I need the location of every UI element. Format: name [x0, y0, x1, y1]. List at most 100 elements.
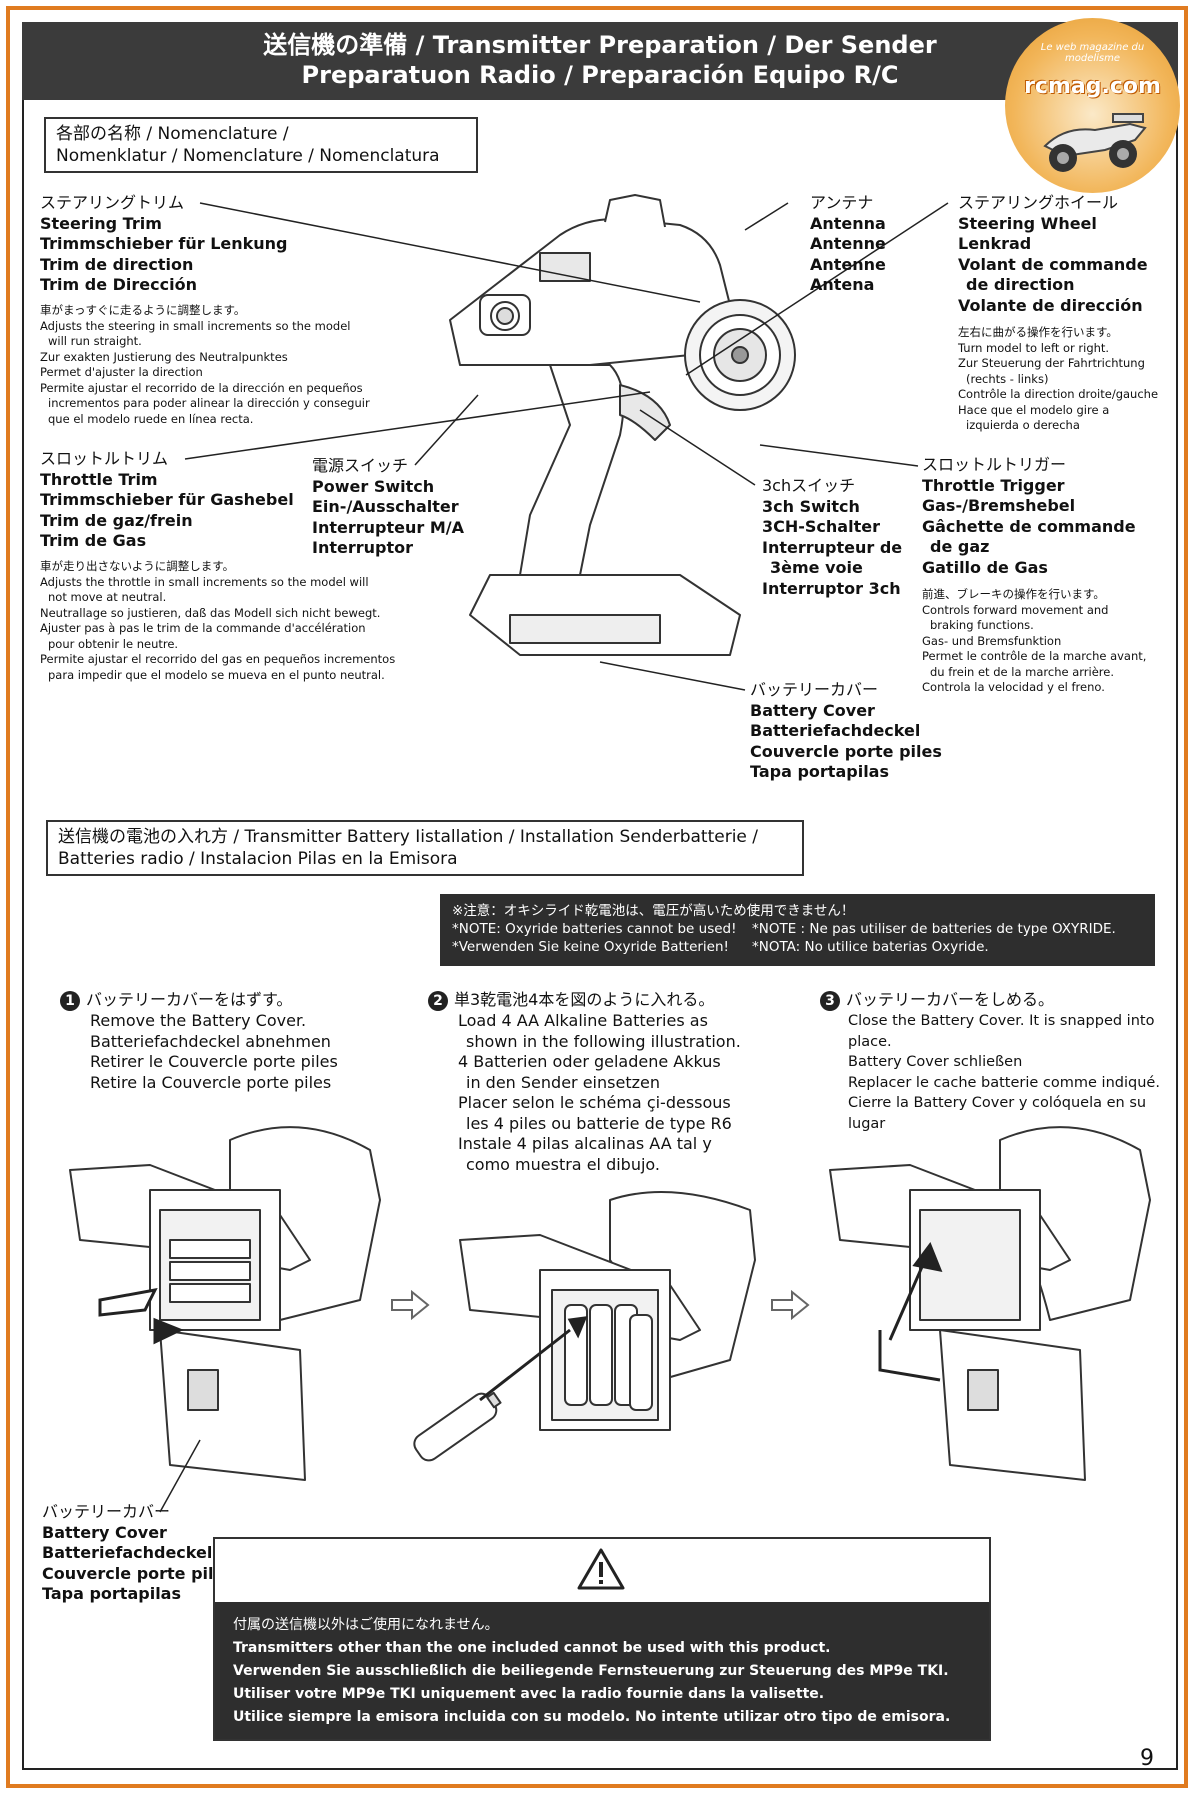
- throttle-trigger-name: Gatillo de Gas: [922, 557, 1048, 577]
- antenna-name: Antenne: [810, 234, 886, 253]
- desc-line: Permet d'ajuster la direction: [40, 365, 203, 379]
- ch3-switch-label: 3chスイッチ 3ch Switch 3CH-Schalter Interrup…: [762, 476, 922, 599]
- steering-wheel-name: Steering Wheel: [958, 213, 1097, 233]
- throttle-trigger-desc: 前進、ブレーキの操作を行います。 Controls forward moveme…: [922, 587, 1167, 696]
- desc-line: Hace que el modelo gire a: [958, 402, 1110, 417]
- desc-line: Adjusts the throttle in small increments…: [40, 574, 369, 589]
- logo-name: rcmag.com: [1024, 74, 1161, 99]
- step-line: Instale 4 pilas alcalinas AA tal y: [458, 1134, 712, 1153]
- steering-wheel-name: de direction: [966, 275, 1075, 294]
- page-number: 9: [1140, 1746, 1154, 1771]
- desc-line: 前進、ブレーキの操作を行います。: [922, 587, 1105, 601]
- desc-line: Controla la velocidad y el freno.: [922, 680, 1105, 694]
- transmitter-illustration: [449, 194, 796, 656]
- logo-tagline: Le web magazine du modelisme: [1040, 42, 1145, 64]
- ch3-switch-jp: 3chスイッチ: [762, 476, 856, 495]
- ch3-switch-name: Interruptor 3ch: [762, 578, 901, 598]
- step-number-1: 1: [60, 991, 80, 1011]
- battery-cover-name: Tapa portapilas: [750, 762, 889, 781]
- power-switch-name: Interrupteur M/A: [312, 517, 464, 537]
- page-header: 送信機の準備 / Transmitter Preparation / Der S…: [22, 22, 1178, 100]
- steering-trim-label: ステアリングトリム Steering Trim Trimmschieber fü…: [40, 193, 380, 296]
- battery-cover-jp: バッテリーカバー: [42, 1502, 171, 1521]
- oxyride-note: ※注意：オキシライド乾電池は、電圧が高いため使用できません！ *NOTE: Ox…: [440, 894, 1155, 966]
- step-line: Placer selon le schéma çi-dessous: [458, 1093, 731, 1112]
- rcmag-logo: Le web magazine du modelisme rcmag.com: [1005, 18, 1180, 193]
- ch3-switch-name: Interrupteur de: [762, 537, 903, 557]
- note-line-es: *NOTA: No utilice baterias Oxyride.: [752, 939, 989, 955]
- steering-wheel-label: ステアリングホイール Steering Wheel Lenkrad Volant…: [958, 193, 1168, 316]
- page-outer-border: [6, 6, 1188, 1788]
- power-switch-name: Power Switch: [312, 476, 435, 496]
- desc-line: Adjusts the steering in small increments…: [40, 318, 351, 333]
- throttle-trim-jp: スロットルトリム: [40, 449, 169, 468]
- battery-install-heading: 送信機の電池の入れ方 / Transmitter Battery Iistall…: [46, 820, 804, 876]
- desc-line: Permite ajustar el recorrido de la direc…: [40, 380, 363, 395]
- battery-cover-name: Battery Cover: [42, 1522, 167, 1542]
- desc-line: (rechts - links): [966, 371, 1049, 386]
- warning-text: 付属の送信機以外はご使用になれません。 Transmitters other t…: [215, 1602, 989, 1739]
- desc-line: izquierda o derecha: [966, 418, 1080, 432]
- battery-cover-label-bottom: バッテリーカバー Battery Cover Batteriefachdecke…: [42, 1502, 242, 1605]
- step-line: Batteriefachdeckel abnehmen: [90, 1031, 331, 1051]
- desc-line: pour obtenir le neutre.: [48, 636, 179, 651]
- warning-line-jp: 付属の送信機以外はご使用になれません。: [233, 1617, 499, 1633]
- antenna-jp: アンテナ: [810, 193, 874, 212]
- throttle-trigger-name: Gâchette de commande: [922, 516, 1136, 536]
- note-line-jp: ※注意：オキシライド乾電池は、電圧が高いため使用できません！: [452, 903, 855, 919]
- desc-line: Permet le contrôle de la marche avant,: [922, 649, 1147, 663]
- header-title-line2: Preparatuon Radio / Preparación Equipo R…: [301, 61, 899, 89]
- step-line: Close the Battery Cover. It is snapped i…: [848, 1013, 1155, 1050]
- step-1-illustration: [69, 1126, 381, 1481]
- warning-line: Verwenden Sie ausschließlich die beilieg…: [233, 1663, 949, 1679]
- step-line: Replacer le cache batterie comme indiqué…: [848, 1074, 1160, 1091]
- warning-line: Transmitters other than the one included…: [233, 1640, 831, 1656]
- battery-cover-label: バッテリーカバー Battery Cover Batteriefachdecke…: [750, 680, 970, 783]
- warning-box: 付属の送信機以外はご使用になれません。 Transmitters other t…: [213, 1537, 991, 1741]
- steering-wheel-jp: ステアリングホイール: [958, 193, 1119, 212]
- warning-line: Utilice siempre la emisora incluida con …: [233, 1709, 951, 1725]
- nomenclature-title-line1: 各部の名称 / Nomenclature /: [56, 124, 289, 144]
- step-line: shown in the following illustration.: [466, 1031, 741, 1051]
- antenna-label: アンテナ Antenna Antenne Antenne Antena: [810, 193, 950, 296]
- battery-cover-name: Couvercle porte piles: [750, 741, 942, 761]
- throttle-trim-name: Throttle Trim: [40, 469, 158, 489]
- steering-trim-jp: ステアリングトリム: [40, 193, 185, 212]
- steering-wheel-desc: 左右に曲がる操作を行います。 Turn model to left or rig…: [958, 325, 1173, 434]
- step-line: in den Sender einsetzen: [466, 1072, 660, 1092]
- desc-line: 車が走り出さないように調整します。: [40, 559, 235, 573]
- battery-cover-name: Batteriefachdeckel: [750, 721, 921, 740]
- steering-wheel-name: Volante de dirección: [958, 295, 1143, 315]
- step-line: Retirer le Couvercle porte piles: [90, 1052, 338, 1071]
- battery-cover-jp: バッテリーカバー: [750, 680, 879, 699]
- nomenclature-title-line2: Nomenklatur / Nomenclature / Nomenclatur…: [56, 146, 440, 166]
- antenna-name: Antenne: [810, 254, 886, 274]
- ch3-switch-name: 3ème voie: [770, 558, 863, 577]
- desc-line: 車がまっすぐに走るように調整します。: [40, 303, 246, 317]
- desc-line: Controls forward movement and: [922, 602, 1109, 617]
- desc-line: Turn model to left or right.: [958, 340, 1110, 355]
- step-line: Load 4 AA Alkaline Batteries as: [458, 1011, 708, 1030]
- warning-header: [215, 1539, 989, 1602]
- desc-line: Contrôle la direction droite/gauche: [958, 387, 1159, 401]
- throttle-trim-name: Trim de gaz/frein: [40, 510, 193, 530]
- arrow-right-2: [771, 1289, 810, 1321]
- desc-line: Gas- und Bremsfunktion: [922, 633, 1062, 648]
- step-number-2: 2: [428, 991, 448, 1011]
- step-line: 4 Batterien oder geladene Akkus: [458, 1052, 721, 1071]
- power-switch-name: Ein-/Ausschalter: [312, 497, 459, 516]
- desc-line: que el modelo ruede en línea recta.: [48, 411, 254, 426]
- step-3-jp: バッテリーカバーをしめる。: [846, 990, 1055, 1009]
- step-line: Retire la Couvercle porte piles: [90, 1072, 332, 1092]
- warning-line: Utiliser votre MP9e TKI uniquement avec …: [233, 1686, 825, 1702]
- desc-line: Ajuster pas à pas le trim de la commande…: [40, 621, 366, 635]
- step-line: les 4 piles ou batterie de type R6: [466, 1113, 732, 1133]
- step-2-illustration: [413, 1191, 756, 1462]
- desc-line: para impedir que el modelo se mueva en e…: [48, 667, 385, 682]
- step-line: como muestra el dibujo.: [466, 1154, 661, 1174]
- throttle-trigger-name: Gas-/Bremshebel: [922, 496, 1076, 515]
- power-switch-jp: 電源スイッチ: [312, 456, 409, 475]
